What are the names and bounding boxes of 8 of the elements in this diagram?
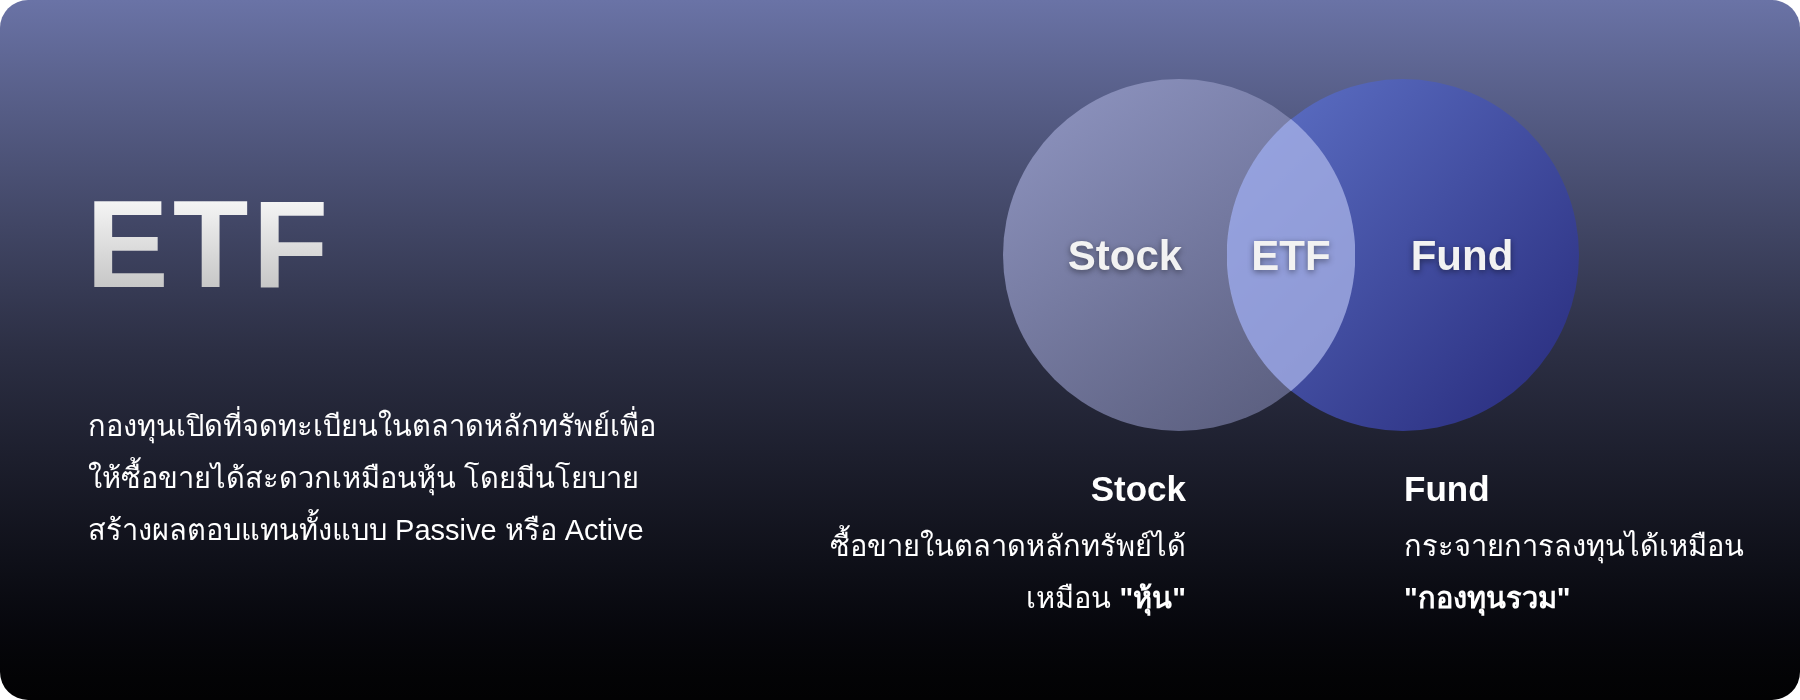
- description-text: ซื้อขายในตลาดหลักทรัพย์ได้เหมือน "หุ้น": [816, 520, 1186, 624]
- heading: Fund: [1404, 468, 1490, 510]
- venn-label: Fund: [1410, 230, 1514, 281]
- description-text: กองทุนเปิดที่จดทะเบียนในตลาดหลักทรัพย์เพื่อให้ซื้อขายได้สะดวกเหมือนหุ้น โดยมีนโยบายสร้างผลตอบแทนทั้งแบบ Passive หรือ Active: [88, 400, 668, 556]
- description-text: กระจายการลงทุนได้เหมือน "กองทุนรวม": [1404, 529, 1745, 618]
- venn-label: ETF: [1251, 230, 1331, 281]
- heading: Stock: [1090, 468, 1186, 510]
- venn-label: Stock: [1067, 230, 1183, 281]
